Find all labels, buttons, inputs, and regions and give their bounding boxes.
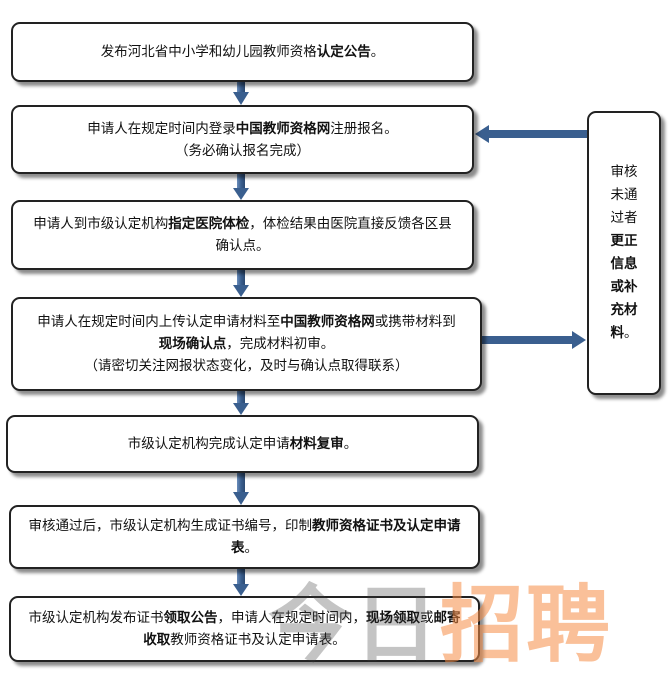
text-run: 或携带材料到 — [374, 314, 456, 330]
text-run: 。 — [624, 325, 638, 341]
step-5-box: 市级认定机构完成认定申请材料复审。 — [6, 415, 479, 473]
text-run: 市级认定机构发布证书 — [28, 610, 164, 626]
text-run: 审核通过后，市级认定机构生成证书编号，印制 — [28, 518, 313, 534]
right-arrow-to-side — [481, 331, 586, 349]
text-run: ，体检结果由医院直接反馈各区县确认点。 — [215, 216, 452, 254]
bold-run: 现场确认点 — [158, 336, 227, 352]
text-run: 。 — [343, 436, 358, 452]
text-run: ，申请人在规定时间内， — [217, 610, 367, 626]
bold-run: 指定医院体检 — [168, 216, 250, 232]
bold-run: 材料复审 — [289, 436, 344, 452]
bold-run: 教师资格证书及认定申请表 — [231, 518, 461, 556]
text-run: 申请人到市级认定机构 — [33, 216, 169, 232]
text-run: ，完成材料初审。 — [226, 336, 335, 352]
step-2-box: 申请人在规定时间内登录中国教师资格网注册报名。 （务必确认报名完成） — [11, 105, 474, 174]
step-3-text: 申请人到市级认定机构指定医院体检，体检结果由医院直接反馈各区县确认点。 — [28, 213, 458, 257]
step-4-text: 申请人在规定时间内上传认定申请材料至中国教师资格网或携带材料到现场确认点，完成材… — [37, 311, 457, 355]
text-run: 审核未通过者 — [610, 164, 638, 226]
step-6-box: 审核通过后，市级认定机构生成证书编号，印制教师资格证书及认定申请表。 — [9, 505, 480, 569]
step-1-text: 发布河北省中小学和幼儿园教师资格认定公告。 — [101, 41, 385, 63]
down-arrow-4 — [233, 391, 249, 415]
step-1-box: 发布河北省中小学和幼儿园教师资格认定公告。 — [11, 22, 474, 82]
bold-run: 中国教师资格网 — [235, 120, 331, 137]
step-2-text: 申请人在规定时间内登录中国教师资格网注册报名。 — [87, 118, 398, 140]
step-5-text: 市级认定机构完成认定申请材料复审。 — [128, 433, 358, 455]
down-arrow-1 — [233, 82, 249, 105]
text-run: 。 — [370, 44, 385, 60]
bold-run: 邮寄收取 — [143, 610, 461, 648]
step-4-box: 申请人在规定时间内上传认定申请材料至中国教师资格网或携带材料到现场确认点，完成材… — [11, 297, 482, 391]
down-arrow-2 — [233, 174, 249, 200]
down-arrow-3 — [233, 270, 249, 297]
step-7-box: 市级认定机构发布证书领取公告，申请人在规定时间内，现场领取或邮寄收取教师资格证书… — [9, 596, 480, 662]
step-6-text: 审核通过后，市级认定机构生成证书编号，印制教师资格证书及认定申请表。 — [25, 515, 465, 559]
step-2-note: （务必确认报名完成） — [175, 142, 310, 159]
left-arrow-from-side — [475, 125, 587, 143]
bold-run: 更正信息或补充材料 — [610, 233, 638, 341]
bold-run: 认定公告 — [316, 44, 371, 60]
step-7-text: 市级认定机构发布证书领取公告，申请人在规定时间内，现场领取或邮寄收取教师资格证书… — [25, 607, 465, 651]
text-run: 注册报名。 — [330, 120, 398, 137]
down-arrow-6 — [233, 569, 249, 596]
down-arrow-5 — [233, 473, 249, 505]
side-review-box: 审核未通过者更正信息或补充材料。 — [587, 111, 661, 395]
step-3-box: 申请人到市级认定机构指定医院体检，体检结果由医院直接反馈各区县确认点。 — [11, 200, 474, 270]
text-run: 。 — [244, 540, 259, 556]
text-run: 申请人在规定时间内上传认定申请材料至 — [37, 314, 281, 330]
text-run: 市级认定机构完成认定申请 — [127, 436, 290, 452]
text-run: 申请人在规定时间内登录 — [87, 120, 236, 137]
text-run: 教师资格证书及认定申请表。 — [170, 632, 346, 648]
bold-run: 领取公告 — [163, 610, 218, 626]
bold-run: 现场领取 — [366, 610, 420, 626]
step-4-note: （请密切关注网报状态变化，及时与确认点取得联系） — [84, 358, 409, 374]
text-run: 发布河北省中小学和幼儿园教师资格 — [100, 44, 317, 60]
side-review-text: 审核未通过者更正信息或补充材料。 — [607, 161, 641, 345]
bold-run: 中国教师资格网 — [280, 314, 375, 330]
text-run: 或 — [420, 610, 434, 626]
